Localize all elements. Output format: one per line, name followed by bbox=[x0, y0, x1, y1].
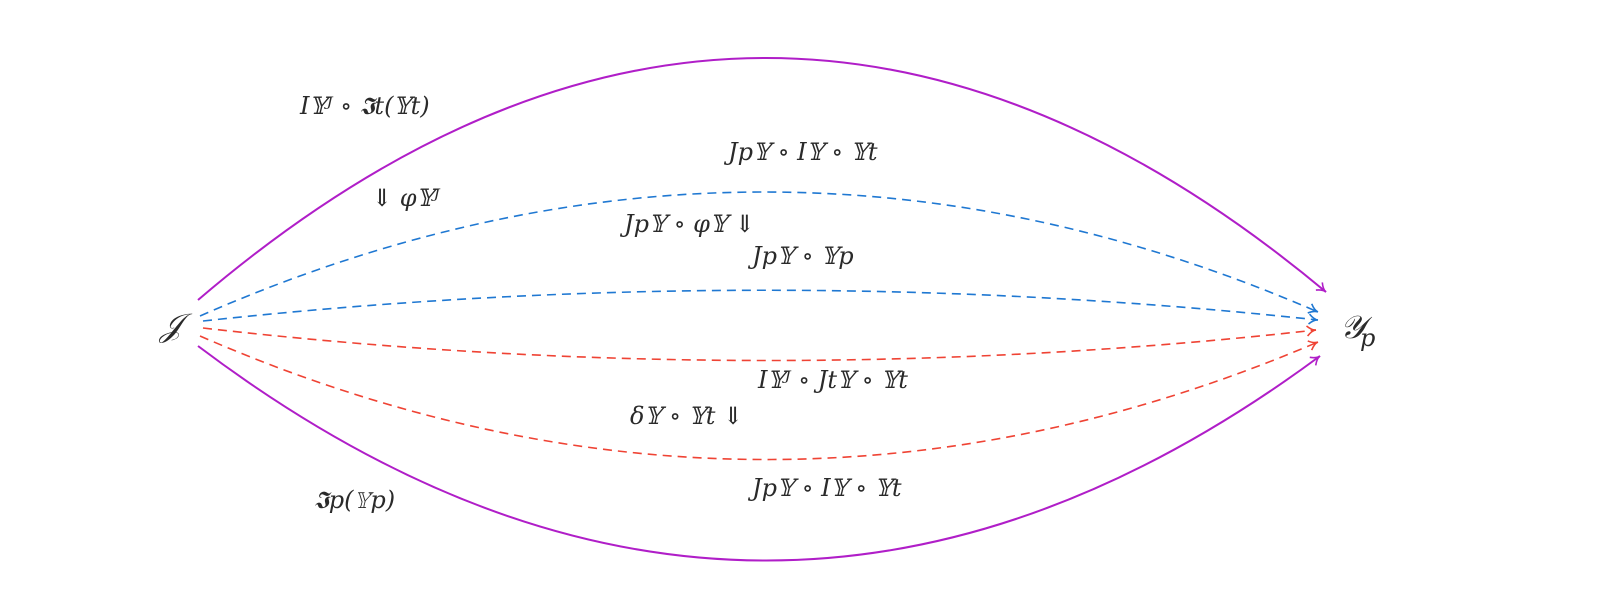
bottom-purple-label: 𝕴p(𝕐p) bbox=[314, 486, 395, 514]
bottom-purple-arrow bbox=[197, 345, 1321, 562]
top-purple-arrow bbox=[197, 57, 1327, 301]
lower-red-arrow bbox=[199, 335, 1319, 461]
top-purple-label: I𝕐ᴶ ∘ 𝕴t(𝕐t) bbox=[299, 92, 430, 120]
blue-two-cell: Jp𝕐 ∘ φ𝕐 ⇓ bbox=[619, 210, 755, 238]
middle-blue-label: Jp𝕐 ∘ 𝕐p bbox=[747, 242, 854, 270]
upper-blue-arrow bbox=[199, 191, 1319, 317]
middle-red-arrow bbox=[202, 325, 1317, 362]
red-two-cell: δ𝕐 ∘ 𝕐t ⇓ bbox=[630, 402, 743, 430]
source-node: 𝒥 bbox=[158, 306, 193, 344]
svg-text:δ𝕐 ∘ 𝕐t ⇓: δ𝕐 ∘ 𝕐t ⇓ bbox=[630, 402, 743, 430]
lower-red-label: Jp𝕐 ∘ I𝕐 ∘ 𝕐t bbox=[747, 474, 902, 502]
purple-two-cell: ⇓ φ𝕐ᴶ bbox=[372, 184, 441, 212]
middle-red-label: I𝕐ᴶ ∘ Jt𝕐 ∘ 𝕐t bbox=[757, 366, 908, 394]
svg-text:Jp𝕐 ∘ φ𝕐 ⇓: Jp𝕐 ∘ φ𝕐 ⇓ bbox=[619, 210, 755, 238]
upper-blue-label: Jp𝕐 ∘ I𝕐 ∘ 𝕐t bbox=[723, 138, 878, 166]
svg-text:p: p bbox=[1360, 324, 1375, 352]
svg-text:⇓ φ𝕐ᴶ: ⇓ φ𝕐ᴶ bbox=[372, 184, 441, 212]
target-node: 𝒴 p bbox=[1340, 308, 1375, 352]
middle-blue-arrow bbox=[202, 289, 1319, 325]
